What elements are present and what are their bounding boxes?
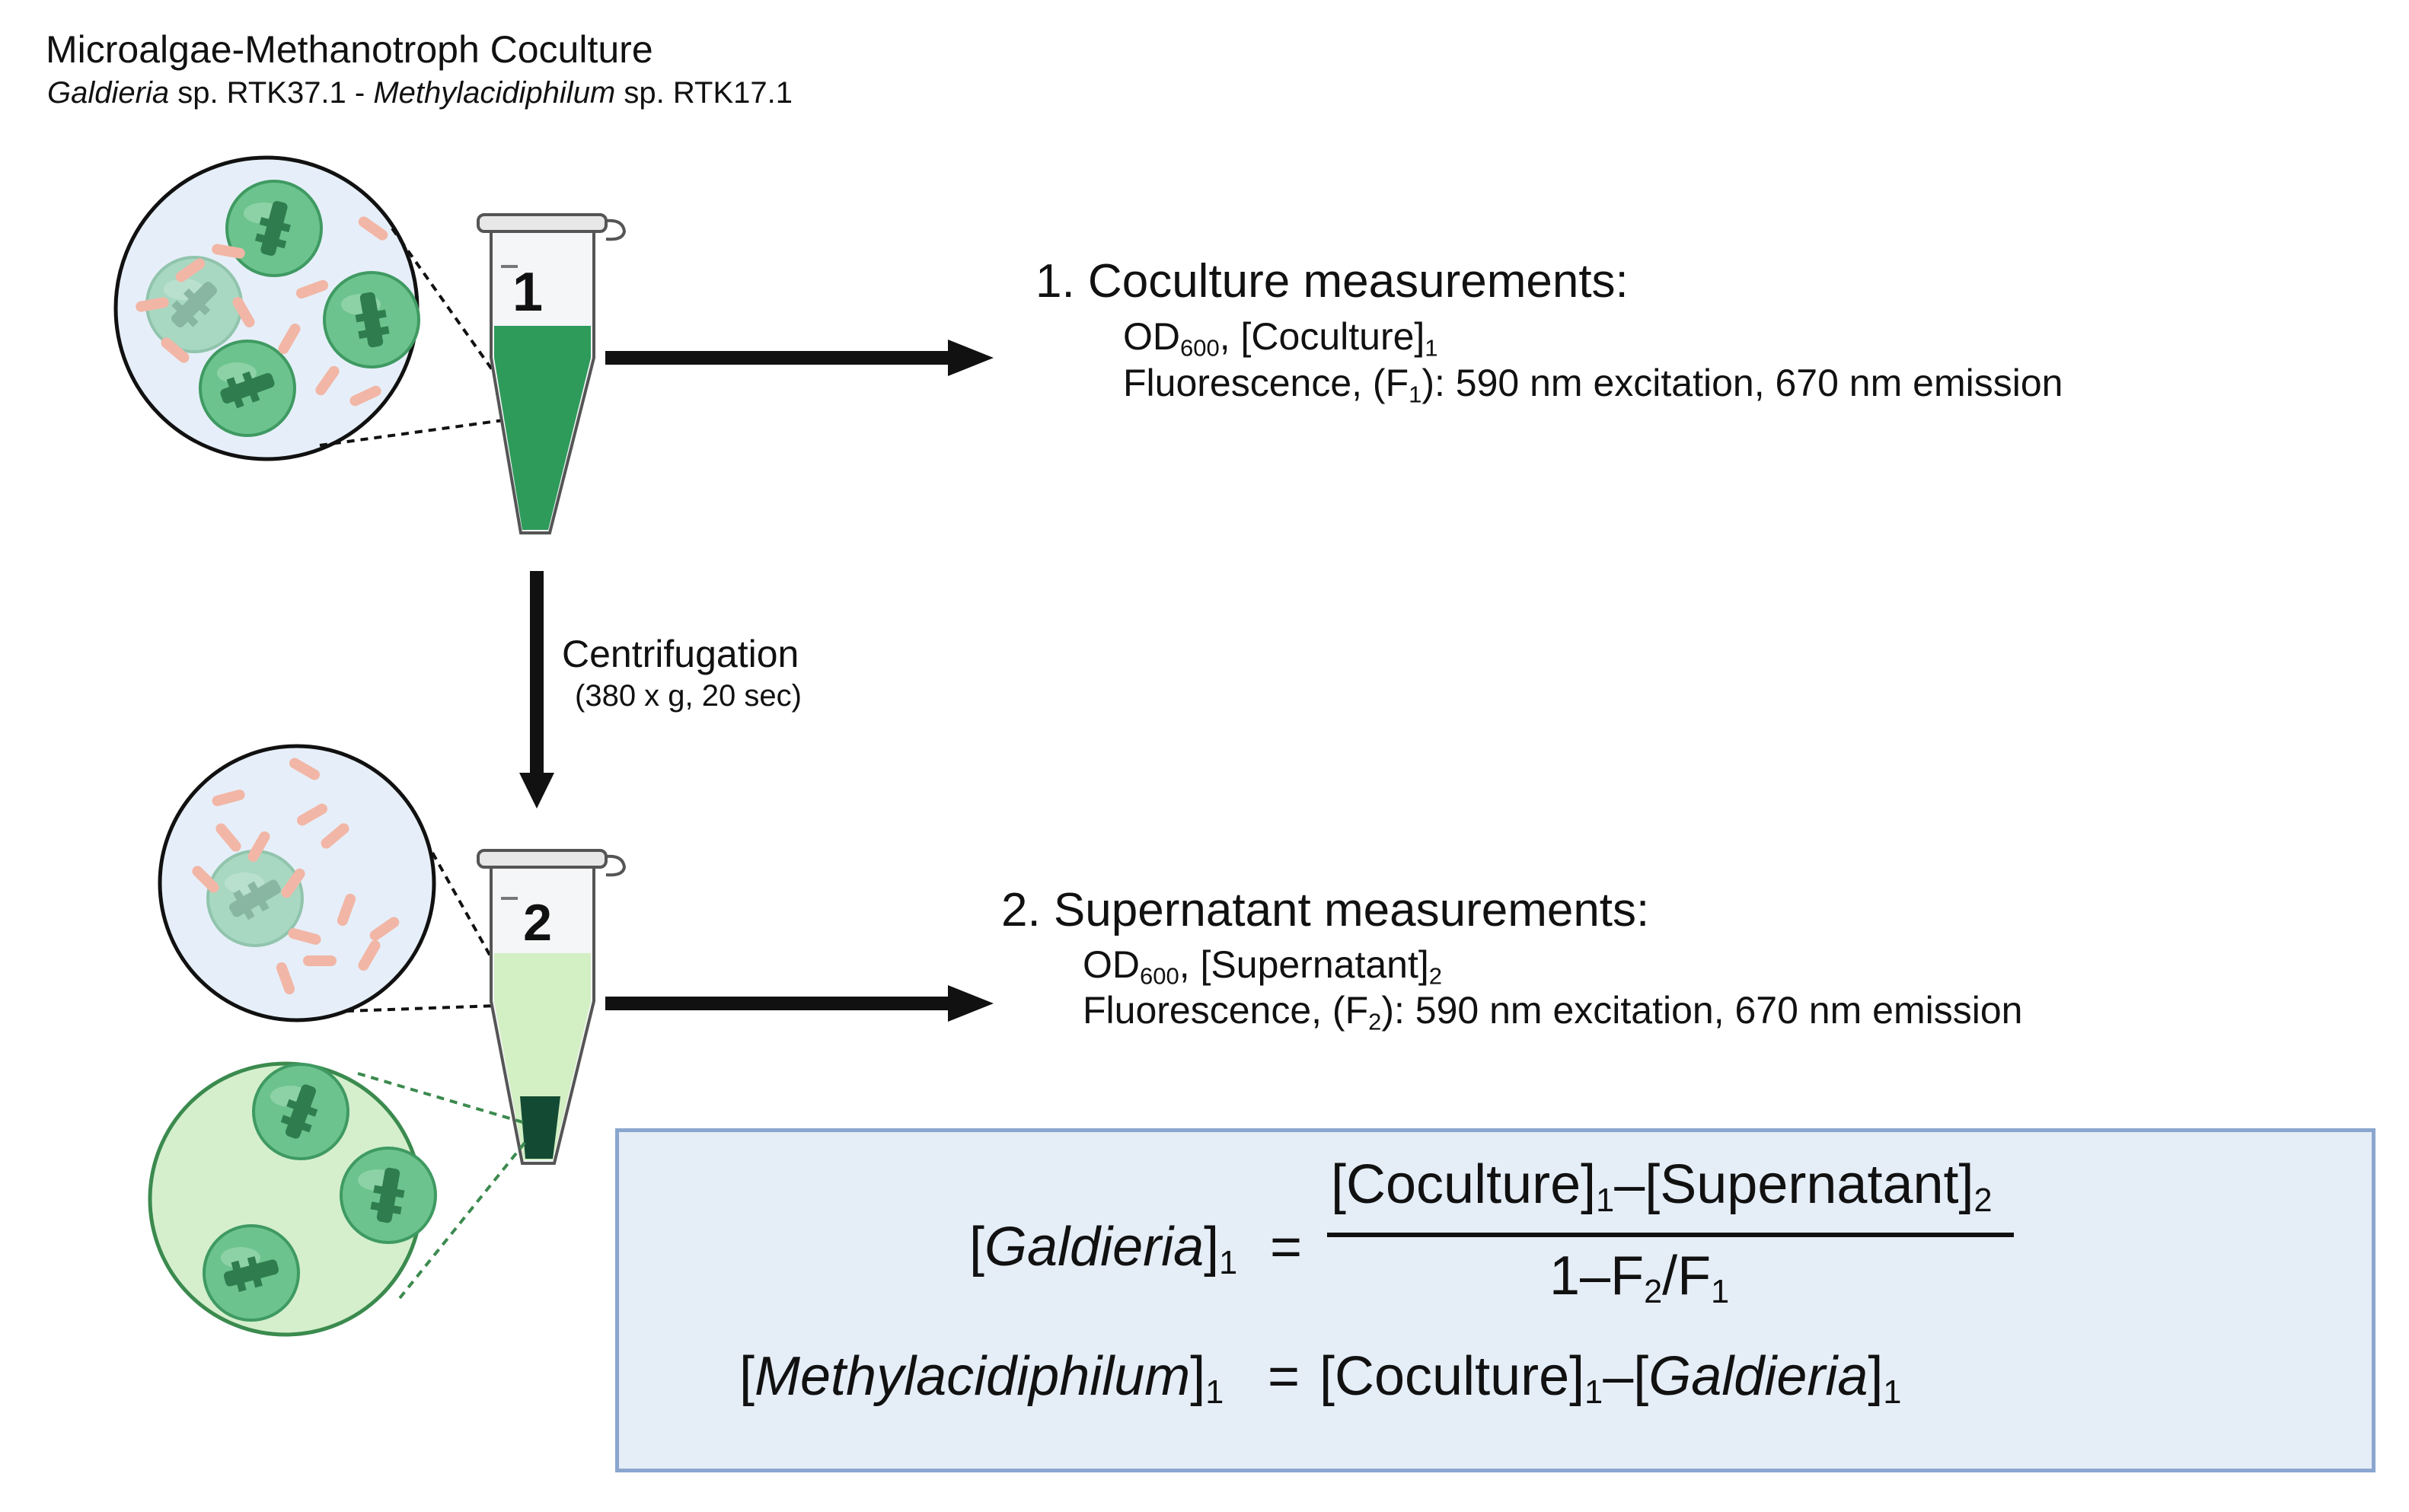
- subtitle-genus-1: Galdieria: [47, 76, 170, 110]
- step2-fl-prefix: Fluorescence, (F: [1083, 989, 1369, 1032]
- fraction-denominator: 1–F2/F1: [1549, 1245, 1730, 1310]
- num-sub-1: 1: [1596, 1182, 1615, 1219]
- step1-od-prefix: OD: [1123, 315, 1180, 358]
- step2-od-rest-sub: 2: [1428, 962, 1442, 990]
- step2-od-sub: 600: [1140, 962, 1179, 990]
- tube-1-number: 1: [512, 262, 543, 323]
- pellet-cell-1: [252, 1063, 349, 1160]
- pellet-cell-3: [203, 1224, 300, 1322]
- den-sub-2: 2: [1644, 1273, 1663, 1310]
- den-part-a: 1–F: [1549, 1246, 1645, 1306]
- tube-2-number: 2: [523, 894, 552, 952]
- num-coculture: [Coculture]: [1331, 1154, 1597, 1215]
- rhs-sub-1b: 1: [1883, 1373, 1902, 1411]
- step1-fluorescence-line: Fluorescence, (F1): 590 nm excitation, 6…: [1123, 361, 2063, 408]
- step1-fl-prefix: Fluorescence, (F: [1123, 362, 1409, 404]
- methylacidiphilum-rhs: [Coculture]1–[Galdieria]1: [1319, 1345, 1901, 1408]
- num-sub-2: 2: [1973, 1182, 1993, 1219]
- subtitle-mid: sp. RTK37.1 -: [169, 76, 374, 110]
- bracket-close: ]: [1204, 1217, 1220, 1278]
- equals-2: =: [1268, 1346, 1300, 1407]
- fraction-numerator: [Coculture]1–[Supernatant]2: [1331, 1153, 1993, 1219]
- arrow-to-step2: [605, 985, 994, 1022]
- arrow-to-step1: [605, 340, 994, 376]
- rhs-sub-1: 1: [1584, 1373, 1603, 1411]
- galdieria-name: Galdieria: [984, 1217, 1204, 1278]
- tube-2: 2: [477, 849, 627, 1165]
- rhs-minus: –[: [1603, 1346, 1649, 1407]
- step2-od-line: OD600, [Supernatant]2: [1083, 943, 1442, 990]
- step1-od-rest-sub: 1: [1425, 334, 1438, 362]
- step1-title: 1. Coculture measurements:: [1035, 255, 1629, 308]
- lens-coculture: [113, 155, 526, 461]
- formula-box: [Galdieria]1 = [Coculture]1–[Supernatant…: [615, 1128, 2375, 1472]
- step1-fl-sub: 1: [1409, 381, 1422, 408]
- centrifugation-arrow: [519, 571, 554, 809]
- den-part-b: /F: [1662, 1246, 1712, 1306]
- pellet-cell-2: [340, 1147, 437, 1244]
- sub-1: 1: [1219, 1244, 1238, 1281]
- step2-title: 2. Supernatant measurements:: [1001, 884, 1650, 936]
- subtitle-genus-2: Methylacidiphilum: [373, 76, 616, 110]
- bracket-open-2: [: [739, 1346, 755, 1407]
- lens-supernatant: [158, 744, 519, 1022]
- equals-1: =: [1270, 1217, 1303, 1278]
- step2-fl-sub: 2: [1368, 1008, 1382, 1035]
- algae-cell-faded-2: [206, 850, 304, 947]
- tube-1: 1: [477, 213, 627, 534]
- subtitle-end: sp. RTK17.1: [615, 76, 793, 110]
- methylacidiphilum-name: Methylacidiphilum: [755, 1346, 1191, 1407]
- cell-pellet: [520, 1096, 560, 1159]
- step1-od-line: OD600, [Coculture]1: [1123, 314, 1438, 362]
- step2-fl-rest: ): 590 nm excitation, 670 nm emission: [1381, 989, 2023, 1032]
- methylacidiphilum-lhs: [Methylacidiphilum]1: [739, 1345, 1224, 1408]
- den-sub-1: 1: [1711, 1273, 1730, 1310]
- step2-od-rest: , [Supernatant]: [1179, 943, 1429, 986]
- rhs-bracket-close: ]: [1868, 1346, 1884, 1407]
- step2-fluorescence-line: Fluorescence, (F2): 590 nm excitation, 6…: [1083, 988, 2023, 1035]
- algae-cell-1: [225, 180, 323, 277]
- rhs-coculture: [Coculture]: [1319, 1346, 1585, 1407]
- step1-od-rest: , [Coculture]: [1219, 315, 1425, 358]
- lens-pellet: [148, 1061, 527, 1337]
- step1-od-sub: 600: [1180, 334, 1220, 362]
- figure-subtitle: Galdieria sp. RTK37.1 - Methylacidiphilu…: [47, 76, 793, 110]
- algae-cell-3: [199, 340, 296, 437]
- rhs-galdieria: Galdieria: [1648, 1346, 1868, 1407]
- step2-od-prefix: OD: [1083, 943, 1140, 986]
- sub-1b: 1: [1205, 1373, 1224, 1411]
- num-supernatant: –[Supernatant]: [1614, 1154, 1974, 1215]
- bracket-close-2: ]: [1190, 1346, 1206, 1407]
- algae-cell-2: [323, 271, 420, 368]
- figure-title: Microalgae-Methanotroph Coculture: [46, 28, 653, 71]
- bracket-open: [: [969, 1217, 985, 1278]
- centrifugation-label: Centrifugation: [562, 633, 799, 675]
- step1-fl-rest: ): 590 nm excitation, 670 nm emission: [1421, 362, 2063, 404]
- centrifugation-params: (380 x g, 20 sec): [575, 679, 802, 713]
- fraction-bar: [1327, 1233, 2014, 1237]
- galdieria-lhs: [Galdieria]1: [969, 1216, 1238, 1281]
